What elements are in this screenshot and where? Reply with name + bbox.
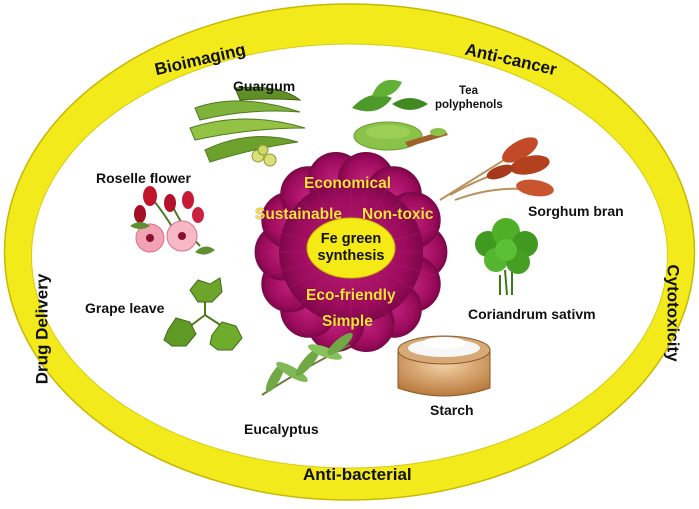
tea-label-line1: Tea xyxy=(459,85,478,97)
coriandrum-sativm-label: Coriandrum sativm xyxy=(468,306,596,322)
starch-image xyxy=(397,335,491,397)
simple-label: Simple xyxy=(322,313,373,330)
center-label: Fe green synthesis xyxy=(311,231,391,265)
center-line1: Fe green xyxy=(320,231,382,247)
guargum-image xyxy=(189,86,306,167)
eco-friendly-label: Eco-friendly xyxy=(306,287,396,304)
roselle-flower-label: Roselle flower xyxy=(96,170,191,186)
drug-delivery-label: Drug Delivery xyxy=(32,273,52,385)
starch-label: Starch xyxy=(430,402,474,418)
sorghum-bran-label: Sorghum bran xyxy=(528,203,624,219)
flower-shape xyxy=(254,151,448,353)
grape-leave-image xyxy=(163,277,243,351)
center-ellipse xyxy=(306,217,396,279)
economical-label: Economical xyxy=(304,175,391,192)
coriandrum-image xyxy=(475,218,538,296)
sustainable-label: Sustainable xyxy=(255,206,342,223)
tea-polyphenols-label: Tea polyphenols xyxy=(435,84,503,112)
guargum-label: Guargum xyxy=(233,78,296,94)
center-line2: synthesis xyxy=(317,248,385,264)
tea-polyphenols-image xyxy=(352,79,448,151)
cytotoxicity-label: Cytotoxicity xyxy=(663,264,683,362)
non-toxic-label: Non-toxic xyxy=(362,206,434,223)
anti-bacterial-label: Anti-bacterial xyxy=(303,465,412,484)
roselle-flower-image xyxy=(130,186,215,255)
eucalyptus-image xyxy=(261,333,353,396)
tea-label-line2: polyphenols xyxy=(435,99,503,111)
eucalyptus-label: Eucalyptus xyxy=(244,421,319,437)
grape-leave-label: Grape leave xyxy=(85,300,165,316)
sorghum-bran-image xyxy=(439,137,554,201)
